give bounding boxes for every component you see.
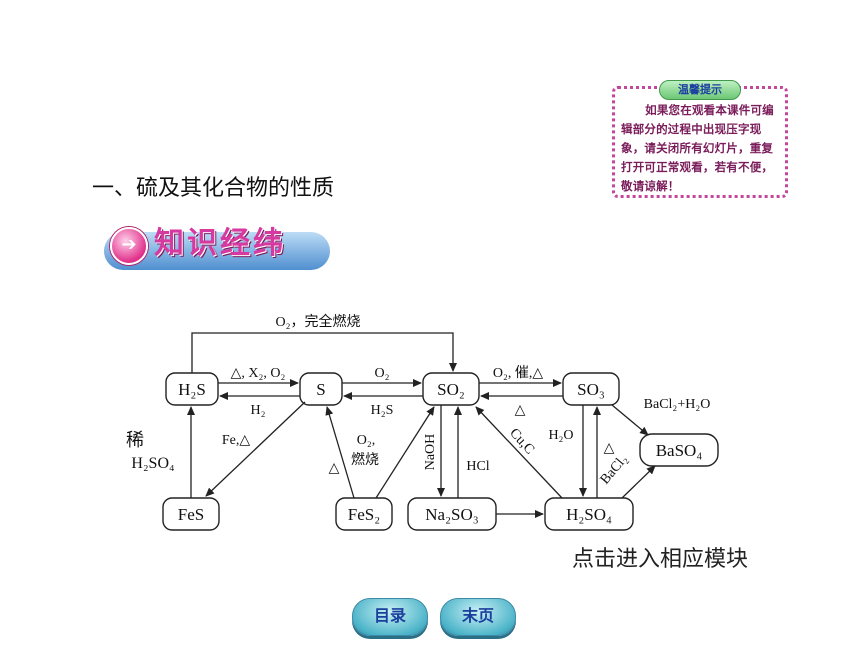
node-fes2-label: FeS₂ [348,505,380,524]
node-fes-label: FeS [178,505,204,524]
label-h2so4-so3: △ [604,441,615,456]
node-s[interactable] [299,372,343,406]
node-h2so4-label: H₂SO₄ [566,505,612,524]
node-baso4-label: BaSO₄ [656,441,703,460]
node-so3-label: SO₃ [577,380,605,399]
arrow-circle-icon: ➔ [110,227,148,265]
knowledge-banner[interactable]: ➔ 知识经纬 [98,218,330,270]
arrow-h2s-so2-combustion [191,332,457,373]
node-s-label: S [316,380,325,399]
label-top-combustion: O₂，完全燃烧 [276,313,361,330]
toc-button[interactable]: 目录 [352,598,428,636]
node-na2so3-label: Na₂SO₃ [425,505,478,524]
tip-title: 温馨提示 [659,80,741,100]
node-so2-label: SO₂ [437,380,465,399]
node-fes2[interactable] [335,497,393,531]
arrow-s-fes [205,401,306,497]
label-fes2-so2-b: 燃烧 [351,451,379,468]
label-dilute: 稀 [126,430,144,450]
arrow-h2so4-so2 [475,406,563,499]
label-so3-baso4: BaCl₂+H₂O [644,397,711,412]
node-baso4[interactable] [639,433,719,467]
label-s-so2: O₂ [375,366,390,381]
label-so2-so3: O₂, 催,△ [493,365,543,381]
banner-label: 知识经纬 [154,226,286,261]
label-so3-so2: △ [515,403,526,418]
tip-box: 温馨提示 如果您在观看本课件可编辑部分的过程中出现压字现象，请关闭所有幻灯片，重… [612,80,788,198]
last-page-button[interactable]: 末页 [440,598,516,636]
label-fe-heat: Fe,△ [222,433,251,448]
section-title: 一、硫及其化合物的性质 [92,176,335,201]
node-so3[interactable] [562,372,620,406]
node-h2so4[interactable] [544,497,634,531]
label-so2-s: H₂S [371,403,394,418]
label-dilute-acid: H₂SO₄ [131,455,175,472]
tip-text: 如果您在观看本课件可编辑部分的过程中出现压字现象，请关闭所有幻灯片，重复打开可正… [621,103,774,193]
label-h2o: H₂O [548,428,573,443]
label-h2s-s: △, X₂, O₂ [231,366,286,381]
arrow-so3-baso4 [611,404,649,436]
label-cu-c: Cu,C [506,426,537,458]
arrow-fes2-so2 [375,406,435,499]
node-h2s-label: H₂S [178,380,206,399]
arrow-fes2-s [325,406,355,499]
label-s-h2s: H₂ [251,403,266,418]
label-hcl: HCl [466,459,489,474]
label-bacl2: BaCl₂ [598,452,631,488]
arrow-h2so4-baso4 [621,465,656,499]
label-naoh: NaOH [423,434,438,471]
label-fes2-s: △ [329,461,340,476]
node-so2[interactable] [422,372,480,406]
enter-module-hint[interactable]: 点击进入相应模块 [572,547,749,572]
label-fes2-so2-a: O₂, [357,433,376,448]
